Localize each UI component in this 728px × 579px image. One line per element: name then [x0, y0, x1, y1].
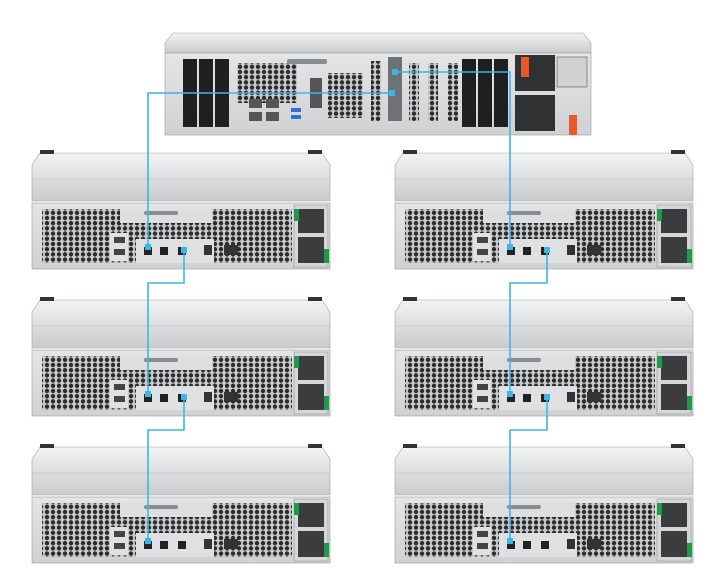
cable-right-1-to-right-2	[509, 250, 548, 394]
cable-connector	[181, 394, 187, 400]
cable-left-1-to-left-2	[147, 250, 185, 394]
lan-ports	[249, 99, 301, 121]
cable-connector	[145, 244, 151, 250]
cable-connector	[145, 538, 151, 544]
cable-right-2-to-right-3	[509, 397, 548, 541]
expansion-unit-left-3	[31, 443, 331, 564]
cable-connector	[392, 69, 398, 75]
expansion-unit-right-3	[394, 443, 694, 564]
cable-connector	[507, 391, 513, 397]
cable-connector	[507, 244, 513, 250]
drive-bays-right	[462, 59, 508, 127]
cable-connector	[507, 538, 513, 544]
power-supplies	[515, 55, 588, 135]
cable-connector	[544, 247, 550, 253]
cable-nas-to-left-1	[147, 92, 392, 247]
cable-nas-to-right-1	[395, 71, 511, 247]
cable-connector	[389, 90, 395, 96]
cable-left-2-to-left-3	[147, 397, 185, 541]
cable-connector	[181, 247, 187, 253]
nas-head-unit	[164, 32, 592, 136]
cable-connector	[145, 391, 151, 397]
cable-connector	[544, 394, 550, 400]
connected-ports	[145, 69, 550, 544]
pcie-slots	[371, 57, 458, 121]
